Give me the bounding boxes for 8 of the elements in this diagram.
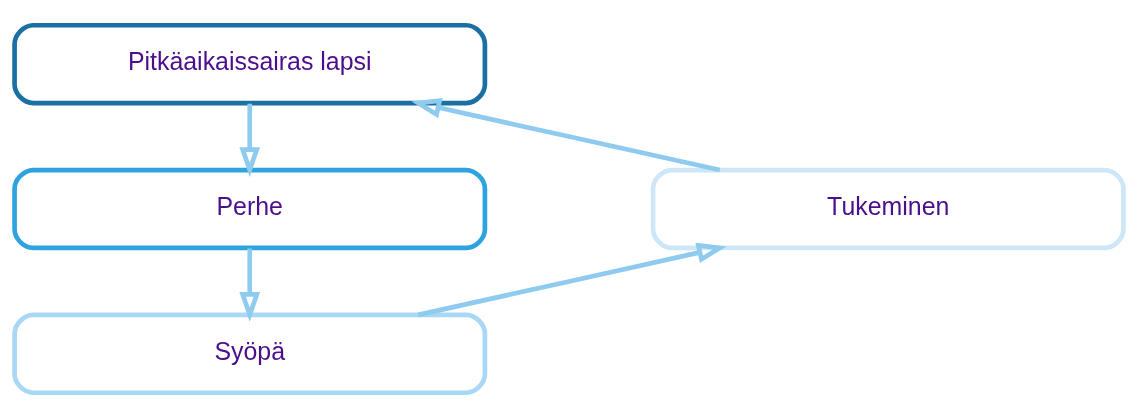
arrow [239,248,261,322]
node-box: Tukeminen [650,167,1126,251]
arrow [239,103,261,177]
node-box: Perhe [12,167,488,251]
node-box: Pitkäaikaissairas lapsi [12,22,488,106]
arrow [417,242,727,318]
arrow [411,97,721,173]
node-box: Syöpä [12,312,488,396]
